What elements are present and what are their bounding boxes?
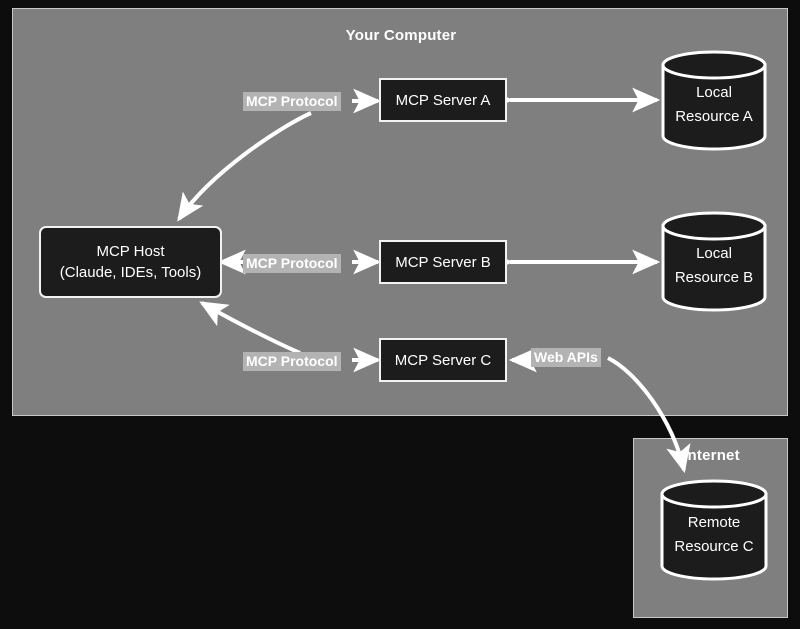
cylinder-shape — [661, 211, 767, 312]
node-mcp-server-a-label: MCP Server A — [395, 91, 491, 109]
node-mcp-host-line2: (Claude, IDEs, Tools) — [59, 264, 202, 281]
node-mcp-server-b-label: MCP Server B — [395, 253, 491, 271]
node-mcp-server-b[interactable]: MCP Server B — [379, 240, 507, 284]
zone-your-computer-title: Your Computer — [345, 27, 457, 44]
edge-label-mcp-protocol-c: MCP Protocol — [243, 352, 341, 371]
cylinder-shape — [661, 50, 767, 151]
node-mcp-server-c[interactable]: MCP Server C — [379, 338, 507, 382]
edge-label-web-apis: Web APIs — [531, 348, 601, 367]
node-mcp-host[interactable]: MCP Host (Claude, IDEs, Tools) — [39, 226, 222, 298]
edge-label-mcp-protocol-b: MCP Protocol — [243, 254, 341, 273]
node-mcp-host-line1: MCP Host — [96, 243, 165, 260]
database-local-resource-b: Local Resource B — [660, 211, 768, 312]
cylinder-shape — [660, 479, 768, 581]
edge-label-mcp-protocol-a: MCP Protocol — [243, 92, 341, 111]
zone-internet-title: Internet — [683, 447, 740, 464]
node-mcp-server-a[interactable]: MCP Server A — [379, 78, 507, 122]
node-mcp-server-c-label: MCP Server C — [394, 351, 492, 369]
database-local-resource-a: Local Resource A — [660, 50, 768, 151]
database-remote-resource-c: Remote Resource C — [659, 479, 769, 581]
